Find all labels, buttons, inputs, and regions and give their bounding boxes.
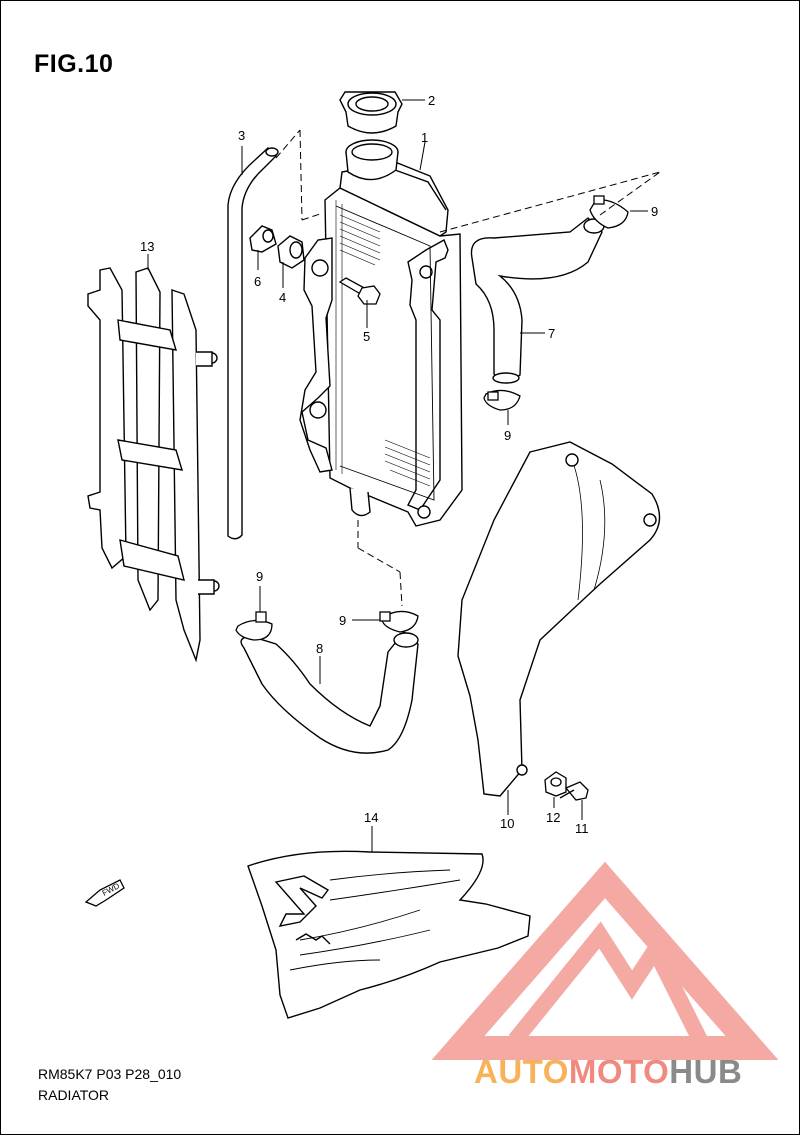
callout-6: 6 (254, 274, 261, 289)
watermark-auto: AUTO (474, 1053, 569, 1090)
callout-14: 14 (364, 810, 378, 825)
figure-title: FIG.10 (34, 50, 114, 78)
radiator-cap-part (339, 91, 403, 134)
diagram-code: RM85K7 P03 P28_010 (38, 1066, 182, 1082)
callout-3: 3 (238, 128, 245, 143)
upper-radiator-hose-part (470, 217, 605, 384)
lower-radiator-hose-part (240, 630, 419, 754)
radiator-part (299, 139, 463, 527)
radiator-guard-part (87, 267, 220, 663)
callout-8: 8 (316, 641, 323, 656)
callout-12: 12 (546, 810, 560, 825)
hose-clamp-parts (235, 195, 629, 641)
callout-numbers: 1 2 3 4 5 6 7 8 9 9 9 9 10 11 12 13 14 (140, 93, 658, 836)
watermark-hub: HUB (669, 1053, 743, 1090)
callout-2: 2 (428, 93, 435, 108)
overflow-hose-part (227, 147, 279, 540)
callout-9-left: 9 (256, 569, 263, 584)
callout-4: 4 (279, 290, 286, 305)
side-emblem-cover-part (247, 850, 531, 1019)
callout-5: 5 (363, 329, 370, 344)
shroud-fasteners-parts (544, 771, 589, 801)
callout-7: 7 (548, 326, 555, 341)
callout-9-mid: 9 (504, 428, 511, 443)
section-name: RADIATOR (38, 1087, 110, 1103)
callout-10: 10 (500, 816, 514, 831)
callout-1: 1 (421, 130, 428, 145)
grommet-and-collar-parts (249, 225, 305, 269)
fwd-arrow-icon: FWD (84, 879, 125, 907)
callout-9-upper: 9 (651, 204, 658, 219)
leader-lines (147, 99, 661, 852)
callout-11: 11 (575, 821, 589, 836)
watermark-moto: MOTO (568, 1053, 670, 1090)
callout-9-lower: 9 (339, 613, 346, 628)
bolt-part (338, 277, 381, 305)
automotohub-watermark: AUTOMOTOHUB (474, 1053, 742, 1091)
radiator-shroud-part (457, 441, 661, 797)
callout-13: 13 (140, 239, 154, 254)
automotohub-logo-mark (431, 861, 779, 1060)
